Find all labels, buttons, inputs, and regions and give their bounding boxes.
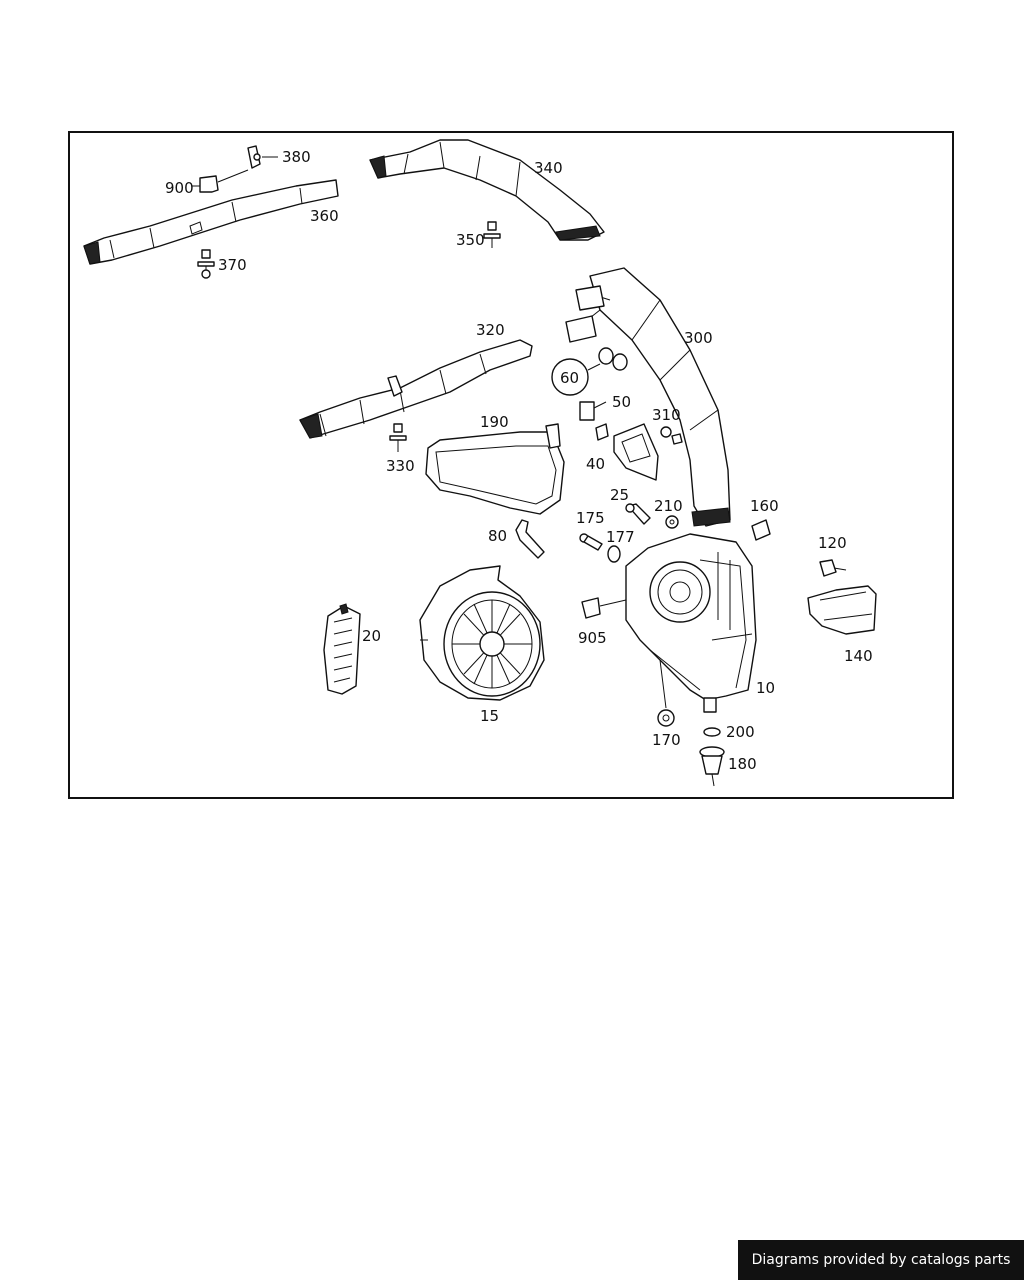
callout-210[interactable]: 210 [654, 497, 683, 515]
callout-350[interactable]: 350 [456, 231, 485, 249]
callout-10[interactable]: 10 [756, 679, 775, 697]
callout-190[interactable]: 190 [480, 413, 509, 431]
callout-40[interactable]: 40 [586, 455, 605, 473]
part-140-bracket[interactable] [807, 585, 877, 635]
callout-80[interactable]: 80 [488, 527, 507, 545]
part-25-bolt[interactable] [625, 503, 651, 525]
part-170-nut[interactable] [657, 659, 675, 727]
part-360-duct[interactable] [83, 179, 339, 265]
callout-175[interactable]: 175 [576, 509, 605, 527]
callout-310[interactable]: 310 [652, 406, 681, 424]
callout-380[interactable]: 380 [282, 148, 311, 166]
callout-340[interactable]: 340 [534, 159, 563, 177]
part-15-blower-motor[interactable] [419, 565, 545, 701]
part-200-washer[interactable] [703, 727, 721, 737]
part-175-screw[interactable] [579, 533, 603, 551]
part-160-clip[interactable] [751, 519, 771, 541]
callout-300[interactable]: 300 [684, 329, 713, 347]
part-300-duct[interactable] [565, 267, 731, 527]
exploded-parts-diagram: 380 900 360 370 340 350 320 300 60 50 31… [83, 139, 877, 787]
callout-120[interactable]: 120 [818, 534, 847, 552]
callout-320[interactable]: 320 [476, 321, 505, 339]
part-50-switch[interactable] [579, 401, 607, 421]
part-340-duct[interactable] [369, 139, 605, 241]
part-180-grommet[interactable] [699, 746, 725, 787]
callout-370[interactable]: 370 [218, 256, 247, 274]
callout-60[interactable]: 60 [560, 369, 579, 387]
callout-25[interactable]: 25 [610, 486, 629, 504]
part-380-clip[interactable] [247, 145, 278, 169]
credit-badge: Diagrams provided by catalogs parts [738, 1240, 1024, 1280]
callout-330[interactable]: 330 [386, 457, 415, 475]
part-905-label[interactable] [581, 597, 627, 619]
part-120-screw[interactable] [819, 559, 847, 577]
part-80-sensor[interactable] [515, 519, 545, 559]
part-190-cover[interactable] [425, 423, 565, 515]
part-177-washer[interactable] [607, 545, 621, 563]
part-40-actuator[interactable] [595, 423, 659, 481]
part-210-nut[interactable] [665, 515, 679, 529]
callout-177[interactable]: 177 [606, 528, 635, 546]
callout-160[interactable]: 160 [750, 497, 779, 515]
part-60-seals[interactable] [551, 347, 628, 396]
callout-50[interactable]: 50 [612, 393, 631, 411]
part-900-label[interactable] [192, 169, 249, 193]
callout-360[interactable]: 360 [310, 207, 339, 225]
part-350-screw[interactable] [483, 221, 501, 248]
part-370-screw[interactable] [197, 249, 215, 279]
part-310-nut[interactable] [660, 426, 683, 445]
callout-900[interactable]: 900 [165, 179, 194, 197]
part-10-housing[interactable] [625, 533, 757, 713]
callout-140[interactable]: 140 [844, 647, 873, 665]
part-330-screw[interactable] [389, 423, 407, 452]
callout-15[interactable]: 15 [480, 707, 499, 725]
callout-200[interactable]: 200 [726, 723, 755, 741]
part-320-duct[interactable] [299, 339, 533, 439]
part-20-resistor[interactable] [323, 603, 361, 695]
callout-170[interactable]: 170 [652, 731, 681, 749]
callout-180[interactable]: 180 [728, 755, 757, 773]
callout-905[interactable]: 905 [578, 629, 607, 647]
callout-20[interactable]: 20 [362, 627, 381, 645]
